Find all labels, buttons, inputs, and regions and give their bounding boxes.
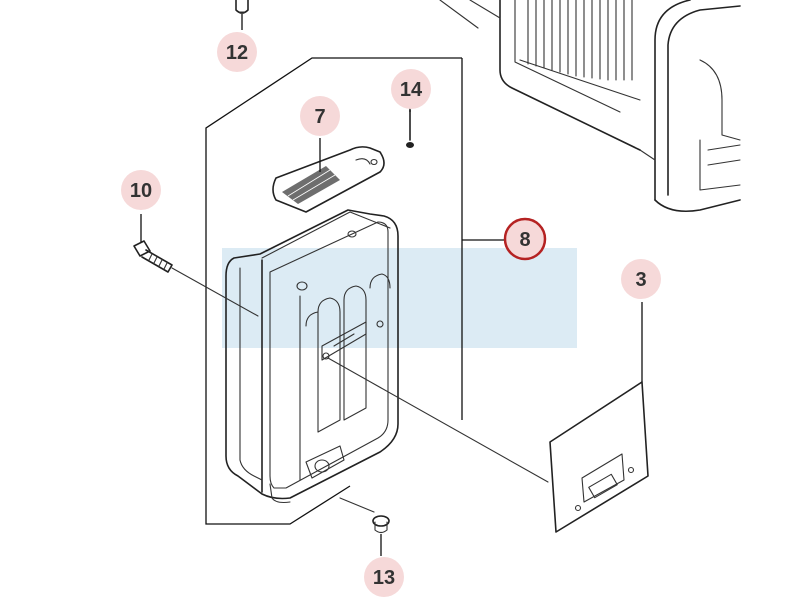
callout-7[interactable]: 7 xyxy=(300,96,340,136)
muffler xyxy=(225,209,399,504)
assembly-frame-8 xyxy=(205,57,463,525)
callout-3[interactable]: 3 xyxy=(621,259,661,299)
watermark xyxy=(222,248,577,348)
alignment-line xyxy=(327,357,549,483)
heat-shield-7 xyxy=(272,146,385,213)
bolt-10 xyxy=(133,214,259,317)
air-filter-element xyxy=(499,0,641,151)
gasket-3 xyxy=(549,381,649,533)
callout-10-label: 10 xyxy=(130,180,152,202)
callout-14-label: 14 xyxy=(400,79,423,101)
callout-12-label: 12 xyxy=(226,42,248,64)
callout-8[interactable]: 8 xyxy=(503,217,547,261)
upper-bracket-fragment xyxy=(439,0,501,29)
callout-7-label: 7 xyxy=(314,106,325,128)
bolt-13 xyxy=(339,497,390,556)
callout-13-label: 13 xyxy=(373,567,395,589)
callout-10[interactable]: 10 xyxy=(121,170,161,210)
callout-8-label: 8 xyxy=(519,229,530,251)
callout-14[interactable]: 14 xyxy=(391,69,431,109)
air-filter-cover xyxy=(639,0,741,213)
callout-12[interactable]: 12 xyxy=(217,32,257,72)
callout-13[interactable]: 13 xyxy=(364,557,404,597)
nut-12 xyxy=(235,0,249,14)
callout-3-label: 3 xyxy=(635,269,646,291)
screw-14 xyxy=(406,104,414,148)
